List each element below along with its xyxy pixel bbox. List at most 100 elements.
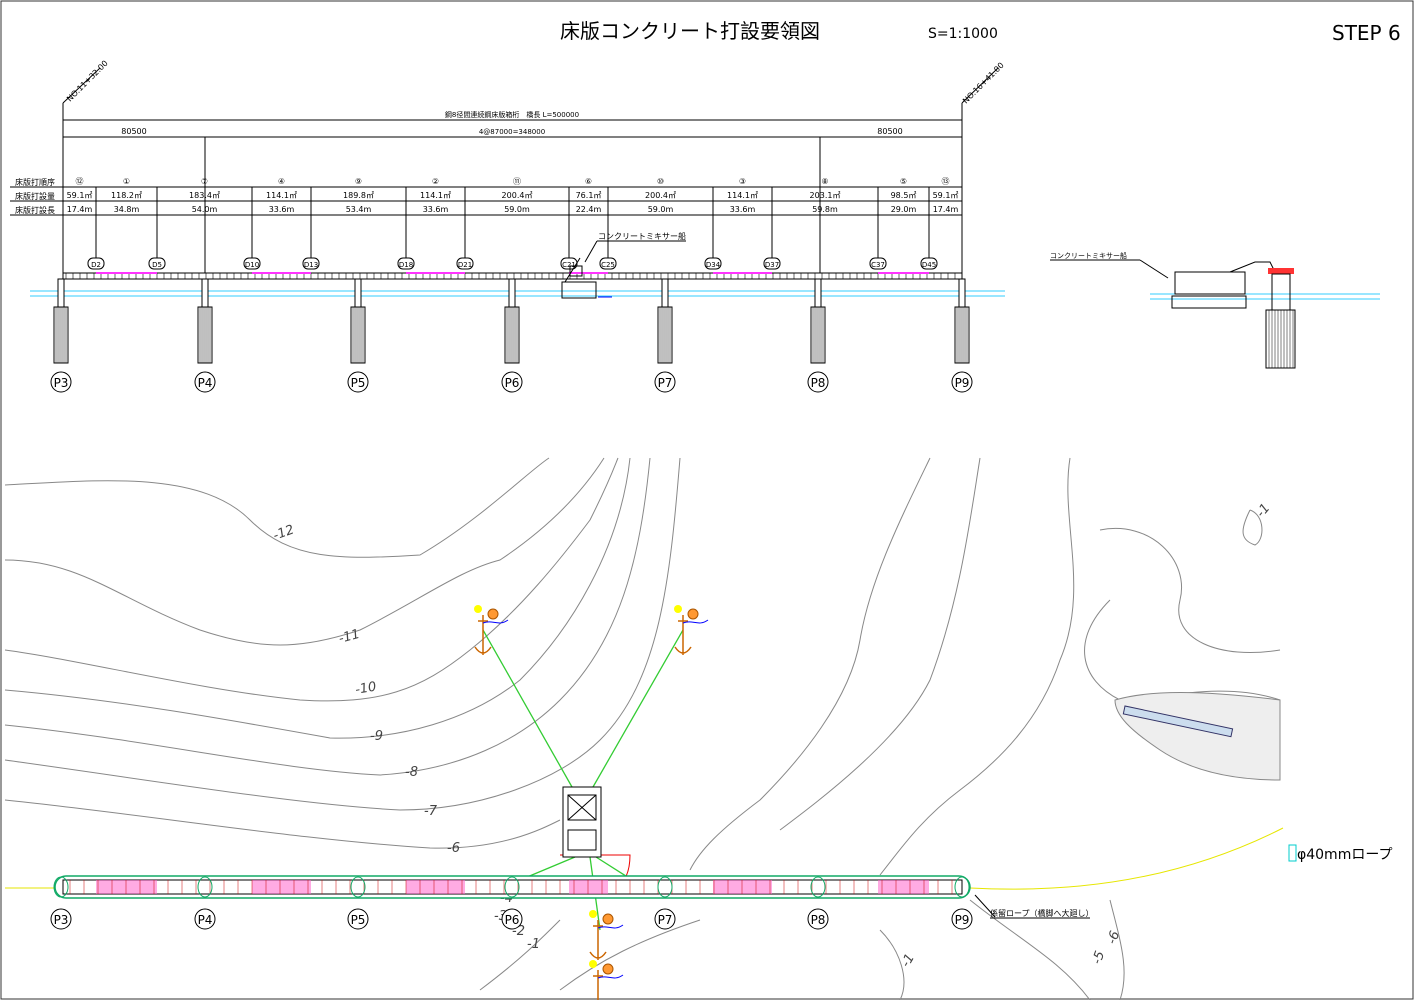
joint-label: D21 xyxy=(458,261,472,269)
joint-label: D37 xyxy=(765,261,779,269)
table-cell-length: 29.0m xyxy=(891,205,917,214)
pier-label-plan: P6 xyxy=(505,913,520,927)
pier-label-plan: P7 xyxy=(658,913,673,927)
table-cell-length: 53.4m xyxy=(346,205,372,214)
dimension-right: 80500 xyxy=(877,127,902,136)
table-cell-volume: 114.1㎡ xyxy=(727,191,758,200)
pour-section-plan xyxy=(569,880,608,894)
station-end: NO.16+41.00 xyxy=(961,61,1006,106)
mixer-boat-plan xyxy=(562,786,602,858)
overall-dimension: 鋼8径間連続鋼床版箱桁 橋長 L=500000 xyxy=(445,110,579,119)
table-cell-volume: 200.4㎡ xyxy=(645,191,676,200)
contour-label: -1 xyxy=(527,937,540,952)
pier-label-plan: P8 xyxy=(811,913,826,927)
joint-label: D2 xyxy=(91,261,101,269)
pier-structure xyxy=(1122,705,1234,738)
joint-marker xyxy=(599,257,617,270)
pier-plan: P3 xyxy=(50,876,72,930)
joint-marker xyxy=(869,257,887,270)
table-cell-length: 22.4m xyxy=(576,205,602,214)
shore-area xyxy=(1114,692,1281,781)
table-cell-volume: 203.1㎡ xyxy=(810,191,841,200)
pier-elevation: P4 xyxy=(194,278,216,393)
table-cell-volume: 183.4㎡ xyxy=(189,191,220,200)
rope-spec-label: φ40mmロープ xyxy=(1297,847,1393,863)
table-cell-length: 17.4m xyxy=(933,205,959,214)
contour-label: -10 xyxy=(354,679,378,697)
pier-plan: P9 xyxy=(951,876,973,930)
step-label: STEP 6 xyxy=(1332,21,1401,45)
dimension-left: 80500 xyxy=(121,127,146,136)
pier-label: P9 xyxy=(955,376,970,390)
joint-marker xyxy=(456,257,474,270)
pour-section-plan xyxy=(713,880,772,894)
table-cell-order: ⑤ xyxy=(900,177,907,186)
joint-label: D34 xyxy=(706,261,721,269)
table-cell-order: ⑥ xyxy=(585,177,592,186)
table-cell-volume: 118.2㎡ xyxy=(111,191,142,200)
pier-elevation: P7 xyxy=(654,278,676,393)
mooring-rope-yellow xyxy=(969,827,1284,890)
anchor-icon xyxy=(589,910,624,960)
joint-marker xyxy=(920,257,938,270)
pier-plan: P5 xyxy=(347,876,369,930)
table-cell-volume: 59.1㎡ xyxy=(933,191,959,200)
section-view: コンクリートミキサー船 xyxy=(1050,251,1380,369)
joint-label: D13 xyxy=(304,261,318,269)
pier-label: P8 xyxy=(811,376,826,390)
joint-label: C25 xyxy=(601,261,615,269)
pier-elevation: P3 xyxy=(50,278,72,393)
table-cell-order: ⑦ xyxy=(201,177,208,186)
joint-label: D5 xyxy=(152,261,162,269)
dimension-middle: 4@87000=348000 xyxy=(479,128,545,136)
pier-label: P4 xyxy=(198,376,213,390)
table-cell-order: ⑨ xyxy=(355,177,362,186)
table-cell-volume: 200.4㎡ xyxy=(502,191,533,200)
contour-label: -6 xyxy=(1105,929,1124,946)
pier-label: P6 xyxy=(505,376,520,390)
pier-label-plan: P9 xyxy=(955,913,970,927)
pour-section-plan xyxy=(406,880,465,894)
joint-marker xyxy=(87,257,105,270)
table-cell-length: 54.0m xyxy=(192,205,218,214)
contour-label: -11 xyxy=(337,627,361,647)
joint-label: C21 xyxy=(562,261,576,269)
joint-marker xyxy=(302,257,320,270)
table-cell-length: 17.4m xyxy=(67,205,93,214)
table-cell-volume: 114.1㎡ xyxy=(266,191,297,200)
contour-label: -6 xyxy=(447,841,460,856)
table-cell-order: ③ xyxy=(739,177,746,186)
table-cell-volume: 98.5㎡ xyxy=(891,191,917,200)
pour-section-plan xyxy=(878,880,929,894)
contour-label: -8 xyxy=(405,765,418,780)
table-cell-order: ① xyxy=(123,177,130,186)
pier-plan: P4 xyxy=(194,876,216,930)
table-cell-length: 59.0m xyxy=(648,205,674,214)
joint-label: C37 xyxy=(871,261,885,269)
table-cell-length: 33.6m xyxy=(730,205,756,214)
joint-label: D18 xyxy=(399,261,413,269)
contour-label: -7 xyxy=(424,804,438,819)
row-header-order: 床版打順序 xyxy=(15,177,55,187)
table-cell-length: 33.6m xyxy=(269,205,295,214)
mixer-boat-section-label: コンクリートミキサー船 xyxy=(1050,251,1127,260)
girder xyxy=(62,272,963,280)
page-title: 床版コンクリート打設要領図 xyxy=(560,19,820,43)
table-cell-order: ④ xyxy=(278,177,285,186)
table-cell-length: 33.6m xyxy=(423,205,449,214)
row-header-volume: 床版打設量 xyxy=(15,191,55,201)
pier-plan: P8 xyxy=(807,876,829,930)
contour-label: -5 xyxy=(1090,949,1109,966)
anchor-icon xyxy=(674,605,709,655)
contour-label: -12 xyxy=(271,522,296,543)
table-cell-length: 34.8m xyxy=(114,205,140,214)
row-header-length: 床版打設長 xyxy=(15,205,55,215)
table-cell-order: ⑩ xyxy=(657,177,664,186)
table-cell-order: ② xyxy=(432,177,439,186)
pier-label-plan: P4 xyxy=(198,913,213,927)
joint-label: D10 xyxy=(245,261,259,269)
table-cell-length: 59.0m xyxy=(504,205,530,214)
pier-elevation: P6 xyxy=(501,278,523,393)
